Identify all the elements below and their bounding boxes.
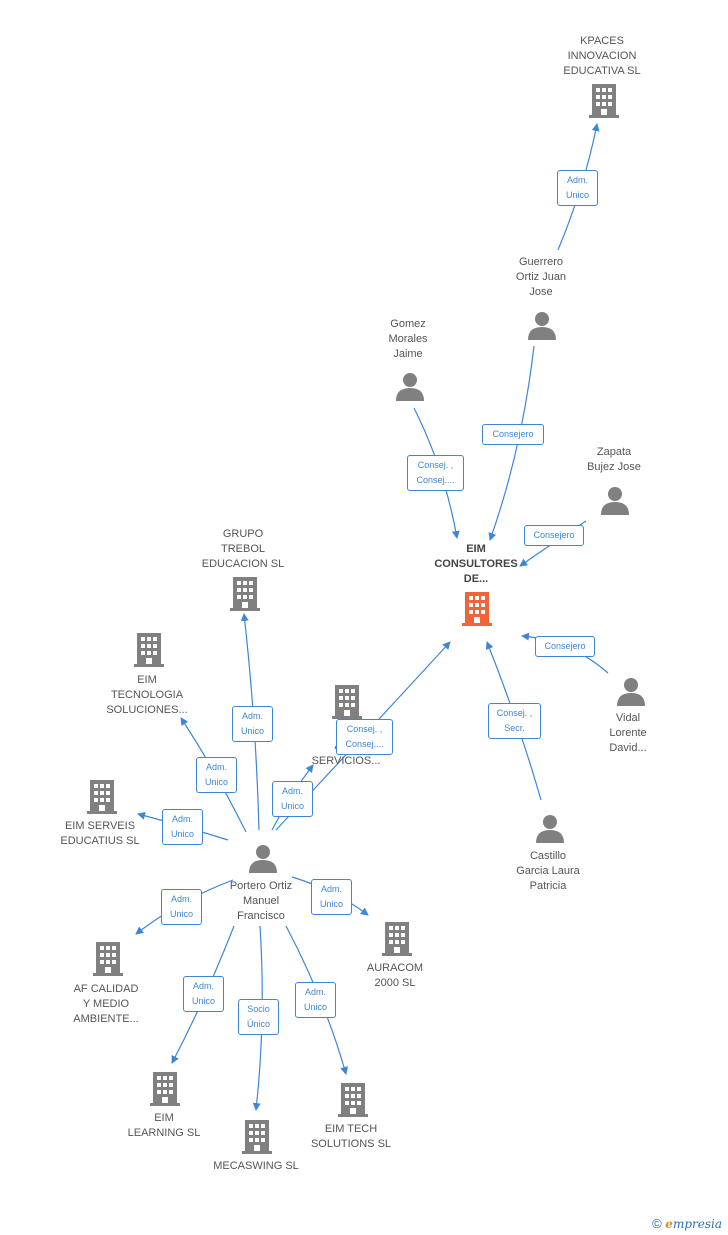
person-label-vidal[interactable]: Vidal Lorente David... (609, 712, 647, 754)
relation-badge[interactable]: Consej. , Consej.... (407, 455, 464, 491)
company-label-kpaces[interactable]: KPACES INNOVACION EDUCATIVA SL (563, 35, 641, 77)
person-icon[interactable] (600, 485, 630, 515)
footer-brand: © empresia (652, 1216, 722, 1231)
person-label-gomez[interactable]: Gomez Morales Jaime (388, 318, 428, 360)
person-icon[interactable] (527, 310, 557, 340)
relation-badge[interactable]: Adm. Unico (295, 982, 336, 1018)
building-icon-main[interactable] (462, 592, 492, 626)
building-icon[interactable] (134, 633, 164, 667)
empresia-logo: empresia (665, 1217, 722, 1231)
person-label-castillo[interactable]: Castillo Garcia Laura Patricia (516, 850, 580, 892)
building-icon[interactable] (332, 685, 362, 719)
edge-guerrero-main (488, 345, 535, 541)
person-icon[interactable] (248, 843, 278, 873)
relation-badge[interactable]: Adm. Unico (272, 781, 313, 817)
building-icon[interactable] (382, 922, 412, 956)
relation-badge[interactable]: Adm. Unico (183, 976, 224, 1012)
relation-badge[interactable]: Consejero (535, 636, 595, 657)
person-label-portero[interactable]: Portero Ortiz Manuel Francisco (229, 880, 293, 922)
building-icon[interactable] (87, 780, 117, 814)
company-label-af-calidad[interactable]: AF CALIDAD Y MEDIO AMBIENTE... (73, 983, 139, 1025)
person-label-zapata[interactable]: Zapata Bujez Jose (587, 446, 641, 473)
company-label-eim-serveis[interactable]: EIM SERVEIS EDUCATIUS SL (60, 820, 140, 847)
building-icon[interactable] (589, 84, 619, 118)
relation-badge[interactable]: Consej. , Secr. (488, 703, 541, 739)
relation-badge[interactable]: Adm. Unico (311, 879, 352, 915)
person-icon[interactable] (535, 813, 565, 843)
person-icon[interactable] (395, 371, 425, 401)
company-label-grupo-trebol[interactable]: GRUPO TREBOL EDUCACION SL (201, 528, 285, 570)
relation-badge[interactable]: Adm. Unico (196, 757, 237, 793)
relation-badge[interactable]: Consej. , Consej.... (336, 719, 393, 755)
building-icon[interactable] (338, 1083, 368, 1117)
relation-badge[interactable]: Adm. Unico (161, 889, 202, 925)
company-label-eim-tecnologia[interactable]: EIM TECNOLOGIA SOLUCIONES... (106, 674, 188, 716)
relation-badge[interactable]: Adm. Unico (162, 809, 203, 845)
relation-badge[interactable]: Consejero (524, 525, 584, 546)
company-label-mecaswing[interactable]: MECASWING SL (213, 1160, 299, 1172)
building-icon[interactable] (150, 1072, 180, 1106)
person-icon[interactable] (616, 676, 646, 706)
building-icon[interactable] (242, 1120, 272, 1154)
copyright-symbol: © (652, 1216, 662, 1231)
relation-badge[interactable]: Socio Único (238, 999, 279, 1035)
building-icon[interactable] (93, 942, 123, 976)
relation-badge[interactable]: Adm. Unico (232, 706, 273, 742)
company-label-eim-tech[interactable]: EIM TECH SOLUTIONS SL (310, 1123, 392, 1150)
relation-badge[interactable]: Consejero (482, 424, 544, 445)
relation-badge[interactable]: Adm. Unico (557, 170, 598, 206)
main-company-label[interactable]: EIM CONSULTORES DE... (434, 543, 518, 585)
building-icon[interactable] (230, 577, 260, 611)
company-label-auracom[interactable]: AURACOM 2000 SL (366, 962, 424, 989)
person-label-guerrero[interactable]: Guerrero Ortiz Juan Jose (515, 256, 567, 298)
company-label-eim-learning[interactable]: EIM LEARNING SL (127, 1112, 201, 1139)
